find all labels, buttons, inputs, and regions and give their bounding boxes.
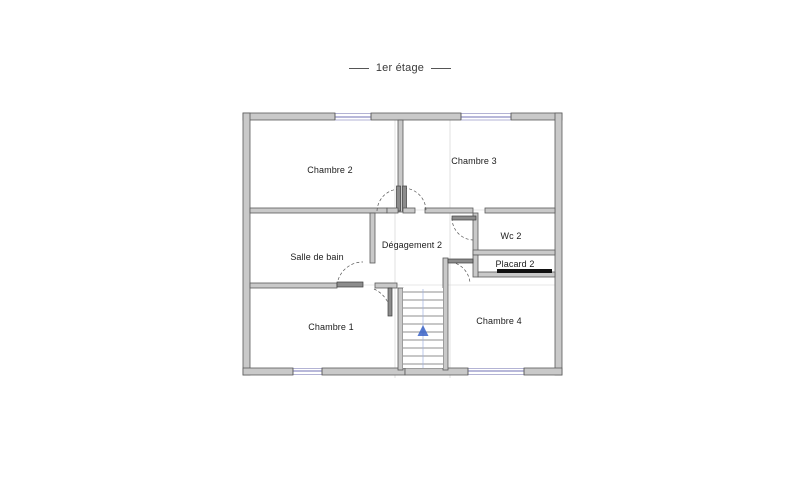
wall-exterior-top-c	[510, 112, 563, 121]
wall-exterior-bottom-b	[321, 367, 406, 376]
wall-under-salle-de-bain	[249, 282, 338, 289]
door-wc-2	[451, 215, 477, 241]
wall-under-chambre-3-b	[484, 207, 556, 214]
wall-under-chambre-3-a	[424, 207, 474, 214]
stair-direction-arrow	[417, 325, 429, 336]
door-jamb-chambre-2	[386, 207, 399, 214]
door-jamb-chambre-3	[402, 207, 416, 214]
wall-under-chambre-2	[249, 207, 388, 214]
wall-exterior-right	[554, 112, 563, 376]
wall-chambre4-left	[442, 257, 449, 371]
windows	[292, 113, 525, 375]
door-chambre-2	[376, 185, 401, 212]
closet-bar-placard-2	[497, 269, 552, 273]
window-chambre-2	[334, 113, 372, 121]
wall-chambre1-top-right	[374, 282, 398, 289]
door-salle-de-bain	[336, 261, 364, 288]
door-chambre-4	[447, 258, 474, 284]
wall-stairwell-left	[397, 287, 404, 371]
doors	[336, 185, 477, 317]
window-chambre-1	[292, 368, 323, 375]
wall-placard2-left	[472, 254, 479, 278]
door-chambre-1	[373, 287, 393, 317]
interior-walls	[249, 119, 556, 371]
title-dash-left	[348, 67, 369, 69]
door-chambre-3	[402, 185, 427, 212]
window-chambre-3	[460, 113, 512, 121]
wall-between-ch2-ch3	[397, 119, 404, 213]
wall-exterior-left	[242, 112, 251, 376]
wall-exterior-top-a	[242, 112, 336, 121]
title-dash-right	[431, 67, 452, 69]
page-title-text: 1er étage	[375, 62, 425, 75]
wall-exterior-bottom-a	[242, 367, 294, 376]
wall-exterior-top-b	[370, 112, 462, 121]
wall-salle-de-bain-right	[369, 212, 376, 264]
wall-between-wc2-placard2	[472, 249, 556, 256]
wall-exterior-bottom-d	[523, 367, 563, 376]
window-chambre-4	[467, 368, 525, 375]
staircase	[403, 288, 443, 368]
page-title: 1er étage	[0, 62, 800, 74]
exterior-walls	[242, 112, 563, 376]
wall-exterior-bottom-c	[404, 367, 469, 376]
